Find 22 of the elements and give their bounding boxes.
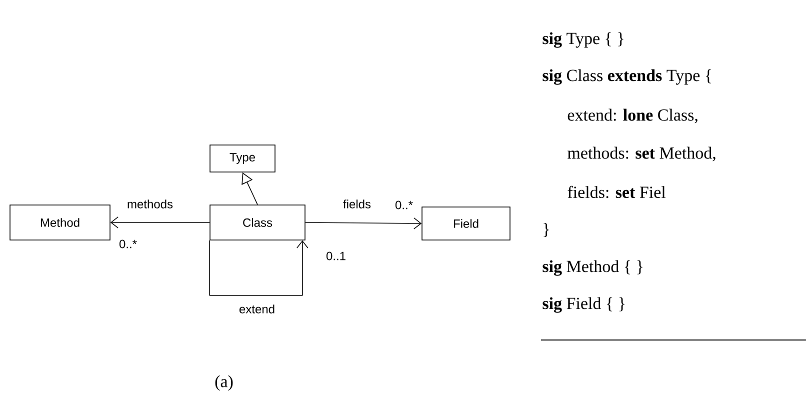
code-line: sig Method { }	[542, 260, 642, 276]
edge-label: extend	[240, 304, 274, 314]
code-line: extend: lone Class,	[568, 108, 698, 124]
code-line: methods: set Method,	[568, 146, 716, 162]
association-arrow	[305, 218, 422, 230]
class-box: Class	[210, 204, 306, 240]
caption: (a)	[215, 375, 233, 391]
association-arrow	[209, 240, 308, 296]
edge-label: methods	[128, 200, 173, 208]
code-line: sig Type { }	[542, 32, 624, 48]
class-box: Field	[422, 206, 510, 240]
association-arrow	[110, 216, 210, 228]
code-line: }	[544, 222, 549, 238]
edge-label: fields	[343, 200, 371, 208]
multiplicity-label: 0..1	[326, 252, 346, 260]
multiplicity-label: 0..*	[119, 240, 137, 248]
class-box: Type	[210, 144, 276, 172]
class-box: Method	[10, 204, 110, 240]
code-line: fields: set Fiel	[568, 186, 666, 198]
code-line: sig Class extends Type {	[542, 69, 712, 85]
code-line: sig Field { }	[542, 297, 624, 313]
multiplicity-label: 0..*	[395, 200, 413, 210]
